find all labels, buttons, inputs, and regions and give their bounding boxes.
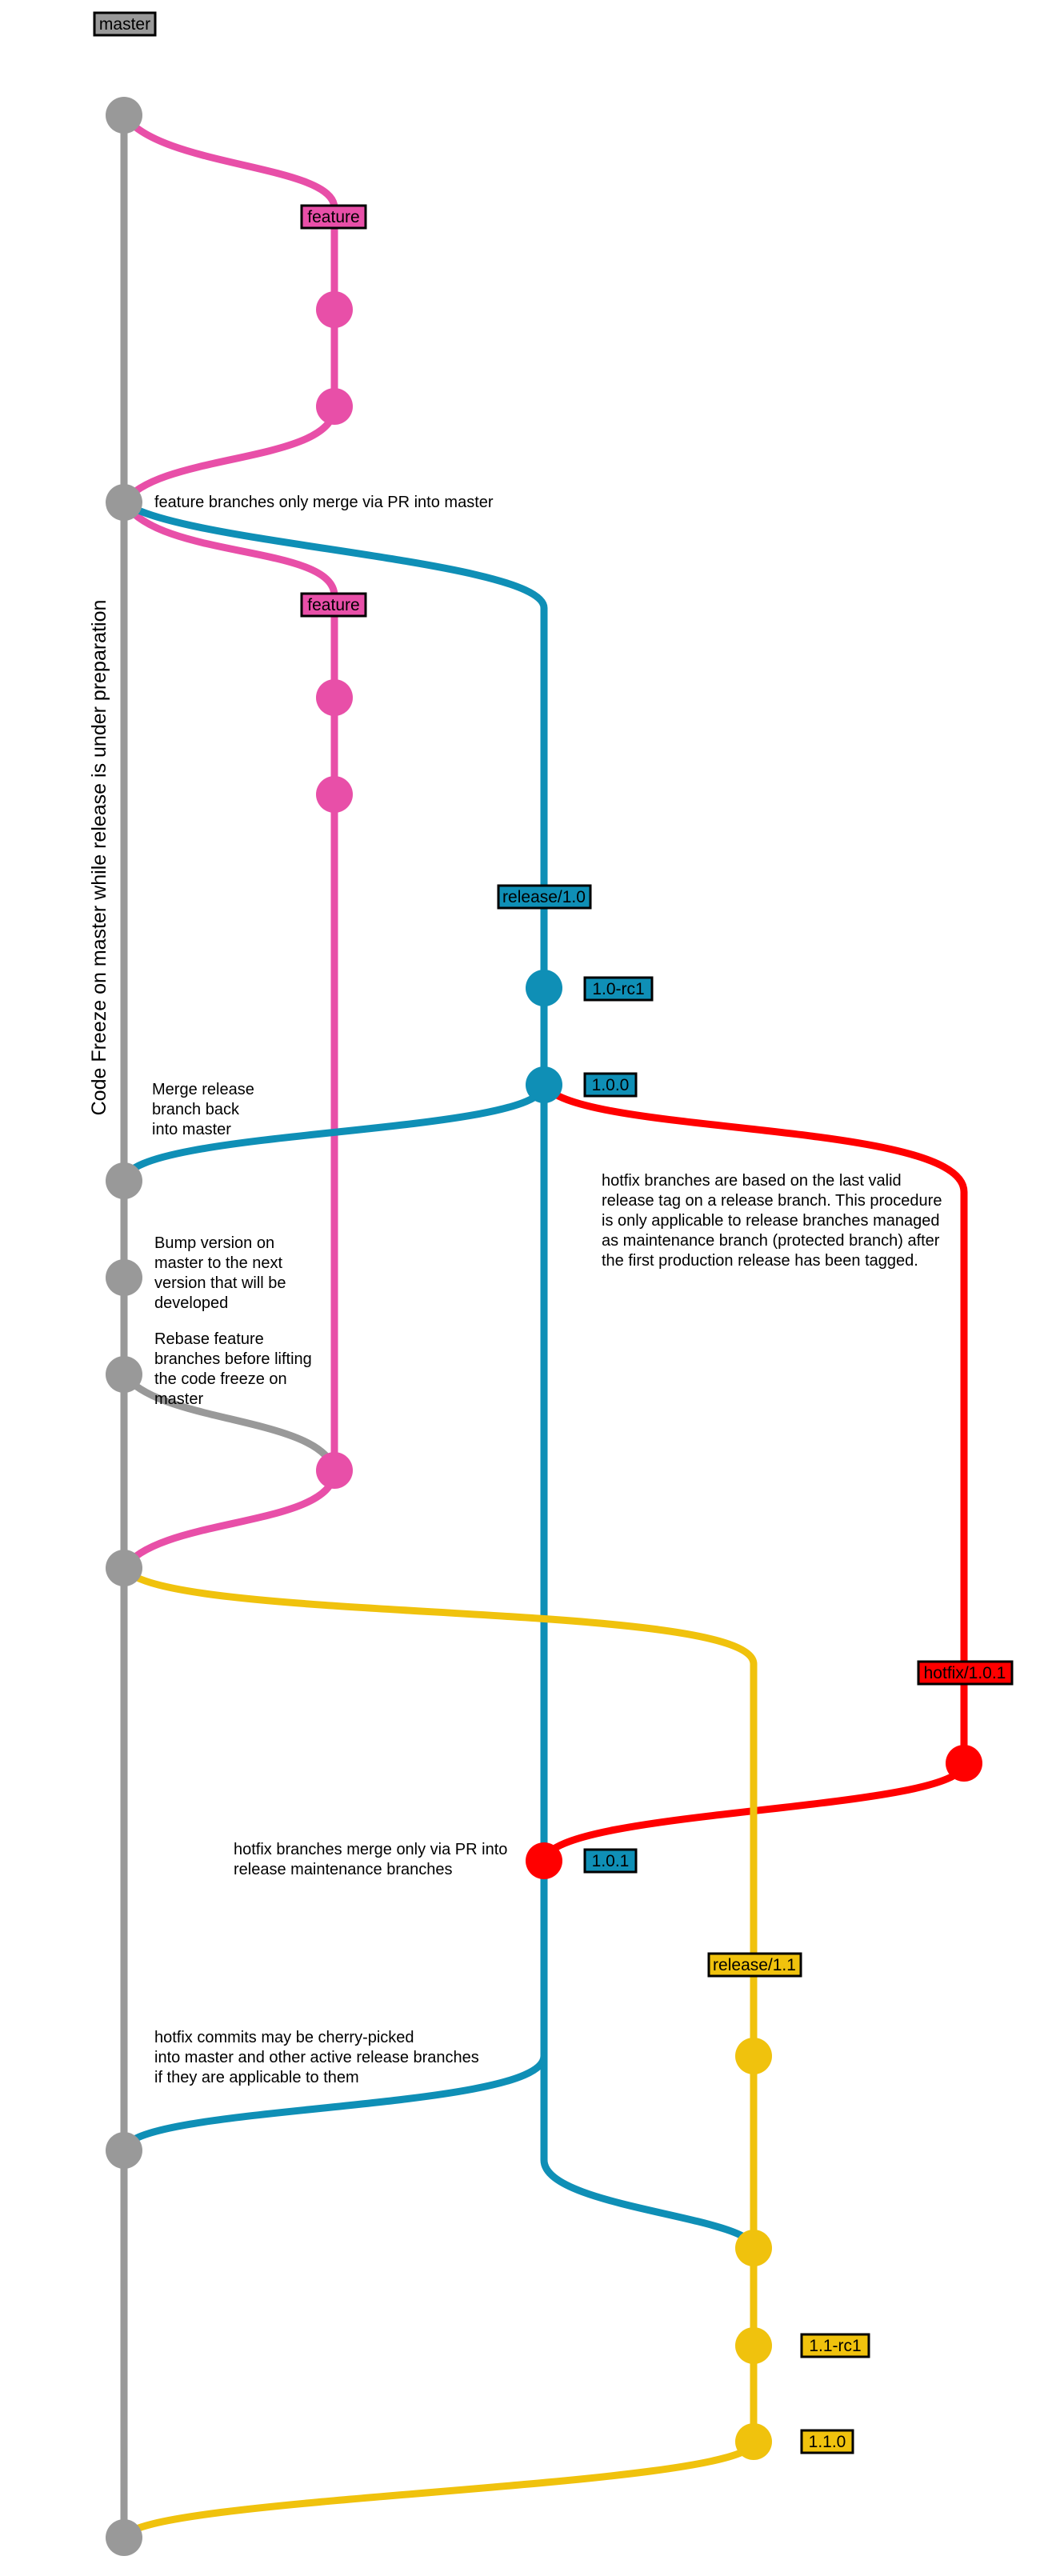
note-line: hotfix commits may be cherry-picked	[154, 2029, 414, 2046]
release-commit	[735, 2038, 772, 2074]
hotfix-branch-label: hotfix/1.0.1	[917, 1660, 1014, 1686]
release-1-1-line	[120, 1564, 758, 2542]
note-line: version that will be	[154, 1274, 286, 1292]
note-line: into master	[152, 1121, 231, 1138]
note-line: branches before lifting	[154, 1350, 312, 1368]
tag-1-0-0: 1.0.0	[583, 1072, 638, 1098]
master-branch-label-text: master	[99, 15, 150, 34]
note-cherry-pick: hotfix commits may be cherry-picked into…	[154, 2029, 483, 2086]
feature-2-branch-label-text: feature	[307, 596, 359, 614]
master-commit	[106, 97, 142, 134]
note-feature-merge: feature branches only merge via PR into …	[154, 494, 494, 511]
note-line: Rebase feature	[154, 1330, 264, 1348]
note-line: Merge release	[152, 1081, 254, 1098]
release-commit	[735, 2423, 772, 2460]
note-hotfix-merge: hotfix branches merge only via PR into r…	[234, 1841, 512, 1878]
release-commit	[735, 2230, 772, 2266]
note-line: hotfix branches are based on the last va…	[602, 1172, 902, 1190]
feature-commit	[316, 1452, 353, 1489]
master-commit	[106, 1259, 142, 1296]
tag-1-0-1-text: 1.0.1	[592, 1852, 630, 1870]
tag-1-1-0: 1.1.0	[800, 2429, 854, 2454]
release-commit	[526, 970, 562, 1006]
note-line: if they are applicable to them	[154, 2069, 359, 2086]
feature-1-branch-label: feature	[300, 204, 367, 230]
release-commit	[735, 2327, 772, 2364]
cherry-pick-line	[120, 2052, 548, 2154]
feature-1-line	[120, 111, 338, 506]
hotfix-branch-label-text: hotfix/1.0.1	[924, 1664, 1006, 1682]
commits	[106, 97, 982, 2556]
feature-commit	[316, 679, 353, 716]
note-rebase-feature: Rebase feature branches before lifting t…	[154, 1330, 316, 1408]
tag-1-0-1: 1.0.1	[583, 1848, 638, 1874]
master-branch-label: master	[93, 11, 157, 37]
master-commit	[106, 1550, 142, 1586]
feature-2-line	[120, 498, 338, 1572]
master-commit	[106, 1162, 142, 1199]
tag-1-1-rc1-text: 1.1-rc1	[809, 2337, 861, 2355]
release-1-0-branch-label-text: release/1.0	[502, 888, 586, 906]
master-commit	[106, 484, 142, 521]
master-commit	[106, 2519, 142, 2556]
version-tags: 1.0-rc1 1.0.0 1.0.1 1.1-rc1 1.1.0	[583, 976, 870, 2454]
feature-1-branch-label-text: feature	[307, 208, 359, 226]
note-line: release tag on a release branch. This pr…	[602, 1192, 942, 1210]
note-line: is only applicable to release branches m…	[602, 1212, 940, 1230]
note-line: developed	[154, 1294, 228, 1312]
feature-commit	[316, 776, 353, 813]
note-line: master	[154, 1390, 203, 1408]
master-commit	[106, 1356, 142, 1393]
note-line: as maintenance branch (protected branch)…	[602, 1232, 940, 1250]
note-line: into master and other active release bra…	[154, 2049, 479, 2066]
note-bump-version: Bump version on master to the next versi…	[154, 1234, 290, 1312]
hotfix-merge-commit	[526, 1842, 562, 1879]
branch-labels: master feature feature release/1.0 hotfi…	[93, 11, 1014, 1978]
note-line: Bump version on	[154, 1234, 274, 1252]
release-1-1-branch-label-text: release/1.1	[713, 1956, 796, 1974]
code-freeze-label: Code Freeze on master while release is u…	[88, 600, 110, 1116]
tag-1-1-0-text: 1.1.0	[809, 2433, 846, 2451]
tag-1-0-rc1: 1.0-rc1	[583, 976, 654, 1002]
release-1-1-branch-label: release/1.1	[707, 1952, 802, 1978]
note-line: the first production release has been ta…	[602, 1252, 918, 1270]
release-1-0-line	[120, 498, 758, 2252]
release-1-0-branch-label: release/1.0	[497, 884, 592, 910]
rebase-line	[120, 1370, 338, 1474]
note-line: release maintenance branches	[234, 1861, 453, 1878]
feature-commit	[316, 388, 353, 425]
note-line: the code freeze on	[154, 1370, 287, 1388]
annotations: feature branches only merge via PR into …	[88, 494, 946, 2086]
note-merge-release: Merge release branch back into master	[152, 1081, 258, 1138]
tag-1-1-rc1: 1.1-rc1	[800, 2333, 870, 2358]
release-merge-back-line	[120, 1081, 548, 1185]
tag-1-0-0-text: 1.0.0	[592, 1076, 630, 1094]
branch-lines	[120, 111, 968, 2542]
release-commit	[526, 1066, 562, 1103]
tag-1-0-rc1-text: 1.0-rc1	[592, 980, 644, 998]
hotfix-line	[540, 1081, 968, 1865]
note-hotfix-based: hotfix branches are based on the last va…	[602, 1172, 946, 1270]
feature-2-branch-label: feature	[300, 592, 367, 618]
hotfix-commit	[946, 1745, 982, 1782]
note-line: branch back	[152, 1101, 240, 1118]
note-line: hotfix branches merge only via PR into	[234, 1841, 507, 1858]
master-commit	[106, 2132, 142, 2169]
note-line: master to the next	[154, 1254, 283, 1272]
feature-commit	[316, 291, 353, 328]
note-line: feature branches only merge via PR into …	[154, 494, 494, 511]
